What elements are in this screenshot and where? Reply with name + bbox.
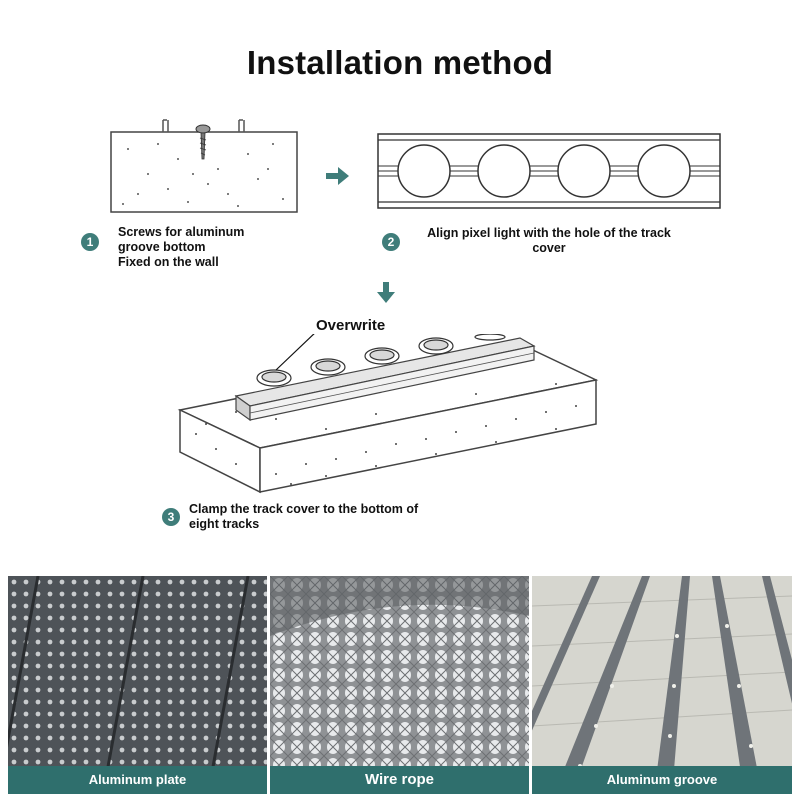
step-3-line-1: Clamp the track cover to the bottom of [189, 502, 419, 516]
arrow-down-icon [377, 282, 395, 303]
track-block-diagram [177, 334, 599, 494]
step-1-line-3: Fixed on the wall [118, 255, 219, 269]
caption-aluminum-groove: Aluminum groove [532, 766, 792, 794]
step-1-line-2: groove bottom [118, 240, 206, 254]
caption-wire-rope: Wire rope [270, 766, 529, 794]
step-3-text: Clamp the track cover to the bottom of e… [189, 502, 418, 532]
photo-aluminum-groove: Aluminum groove [532, 576, 792, 794]
wall-screw-diagram [110, 119, 298, 213]
wire-rope-image [270, 576, 529, 794]
track-cover-diagram [377, 133, 721, 209]
step-2-text: Align pixel light with the hole of the t… [418, 226, 680, 256]
photo-wire-rope: Wire rope [270, 576, 529, 794]
page-title: Installation method [246, 44, 554, 81]
arrow-right-icon [326, 167, 349, 185]
step-2-line-2: cover [532, 241, 566, 255]
photo-aluminum-plate: Aluminum plate [8, 576, 267, 794]
step-2-line-1: Align pixel light with the hole of the t… [427, 226, 671, 240]
step-1-line-1: Screws for aluminum [118, 225, 245, 239]
step-2-badge: 2 [382, 233, 400, 251]
step-1-badge: 1 [81, 233, 99, 251]
step-3-line-2: eight tracks [189, 517, 260, 531]
caption-aluminum-plate: Aluminum plate [8, 766, 267, 794]
step-1-text: Screws for aluminum groove bottom Fixed … [118, 225, 244, 270]
step-3-badge: 3 [162, 508, 180, 526]
aluminum-plate-image [8, 576, 267, 794]
aluminum-groove-image [532, 576, 792, 794]
overwrite-callout: Overwrite [316, 317, 386, 334]
